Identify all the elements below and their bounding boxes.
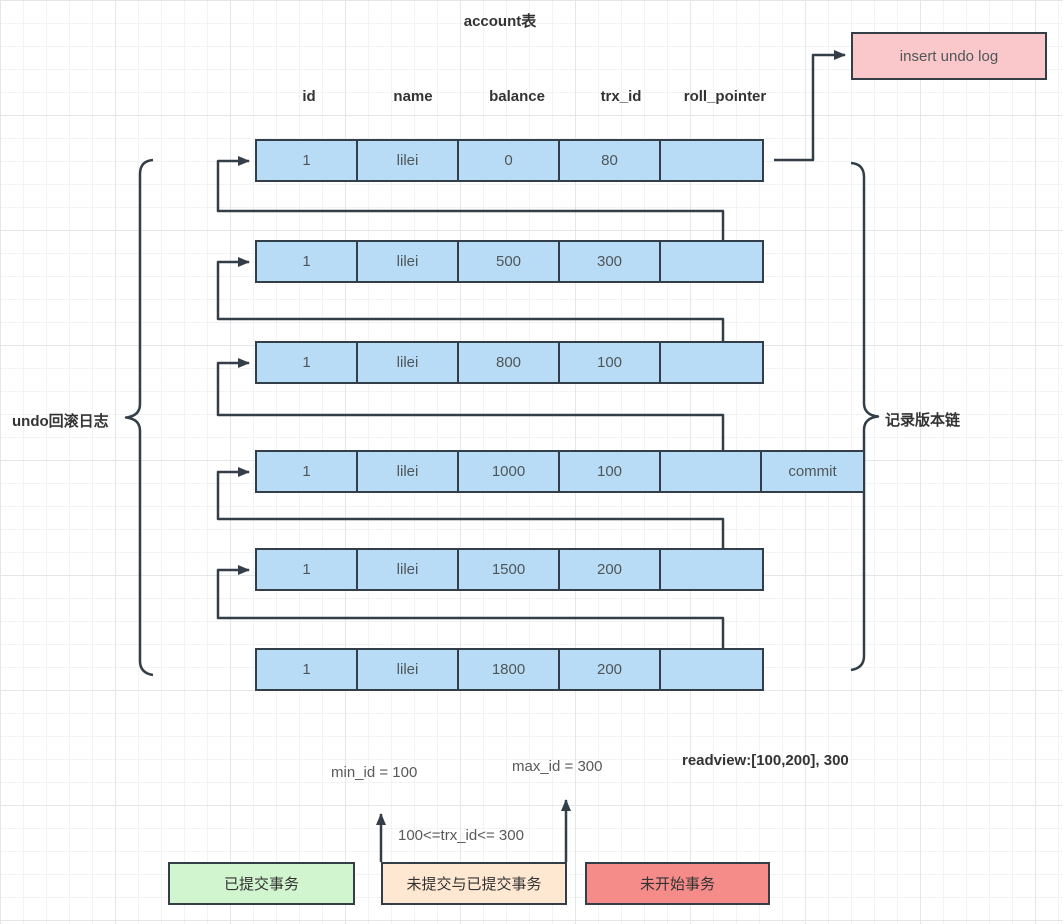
cell-roll-pointer [661, 343, 762, 382]
cell-balance: 1000 [459, 452, 560, 491]
cell-trx-id: 100 [560, 452, 661, 491]
cell-id: 1 [257, 343, 358, 382]
cell-trx-id: 100 [560, 343, 661, 382]
insert-undo-log-label: insert undo log [899, 47, 999, 65]
column-headers: id name balance trx_id roll_pointer [257, 88, 778, 105]
readview-note: readview:[100,200], 300 [682, 752, 849, 769]
header-name: name [393, 88, 433, 105]
cell-id: 1 [257, 452, 358, 491]
cell-name: lilei [358, 242, 459, 281]
record-row-5: 1 lilei 1500 200 [255, 548, 764, 591]
max-id-note: max_id = 300 [512, 758, 603, 775]
cell-balance: 500 [459, 242, 560, 281]
header-id: id [302, 88, 316, 105]
record-row-2: 1 lilei 500 300 [255, 240, 764, 283]
legend-active-or-committed: 未提交与已提交事务 [381, 862, 567, 905]
cell-id: 1 [257, 650, 358, 689]
cell-commit-status: commit [788, 463, 837, 480]
legend-not-started: 未开始事务 [585, 862, 770, 905]
cell-trx-id: 300 [560, 242, 661, 281]
legend-active-or-committed-label: 未提交与已提交事务 [406, 876, 542, 893]
page-title: account表 [463, 13, 537, 30]
right-brace [850, 161, 880, 672]
cell-id: 1 [257, 141, 358, 180]
cell-id: 1 [257, 550, 358, 589]
legend-not-started-label: 未开始事务 [639, 876, 715, 893]
cell-name: lilei [358, 452, 459, 491]
insert-undo-log-box: insert undo log [851, 32, 1047, 80]
cell-balance: 800 [459, 343, 560, 382]
header-roll-pointer: roll_pointer [683, 88, 767, 105]
record-row-4-committed: 1 lilei 1000 100 commit [255, 450, 865, 493]
min-id-note: min_id = 100 [331, 764, 418, 781]
cell-name: lilei [358, 550, 459, 589]
cell-roll-pointer [661, 242, 762, 281]
record-row-6: 1 lilei 1800 200 [255, 648, 764, 691]
cell-name: lilei [358, 343, 459, 382]
legend-committed-label: 已提交事务 [223, 876, 299, 893]
header-balance: balance [489, 88, 545, 105]
trx-range-note: 100<=trx_id<= 300 [398, 827, 524, 844]
cell-roll-pointer [661, 650, 762, 689]
header-trx-id: trx_id [600, 88, 642, 105]
record-row-1: 1 lilei 0 80 [255, 139, 764, 182]
cell-name: lilei [358, 650, 459, 689]
cell-roll-pointer [661, 550, 762, 589]
legend-committed: 已提交事务 [168, 862, 355, 905]
record-row-3: 1 lilei 800 100 [255, 341, 764, 384]
left-brace [124, 158, 154, 677]
undo-log-label: undo回滚日志 [12, 413, 109, 430]
cell-name: lilei [358, 141, 459, 180]
cell-id: 1 [257, 242, 358, 281]
arrow-to-insert-undo-log [774, 50, 846, 162]
cell-trx-id: 200 [560, 550, 661, 589]
cell-balance: 1800 [459, 650, 560, 689]
version-chain-label: 记录版本链 [885, 412, 961, 429]
cell-trx-id: 200 [560, 650, 661, 689]
cell-roll-pointer [661, 452, 762, 491]
cell-balance: 0 [459, 141, 560, 180]
cell-balance: 1500 [459, 550, 560, 589]
cell-trx-id: 80 [560, 141, 661, 180]
cell-roll-pointer [661, 141, 762, 180]
